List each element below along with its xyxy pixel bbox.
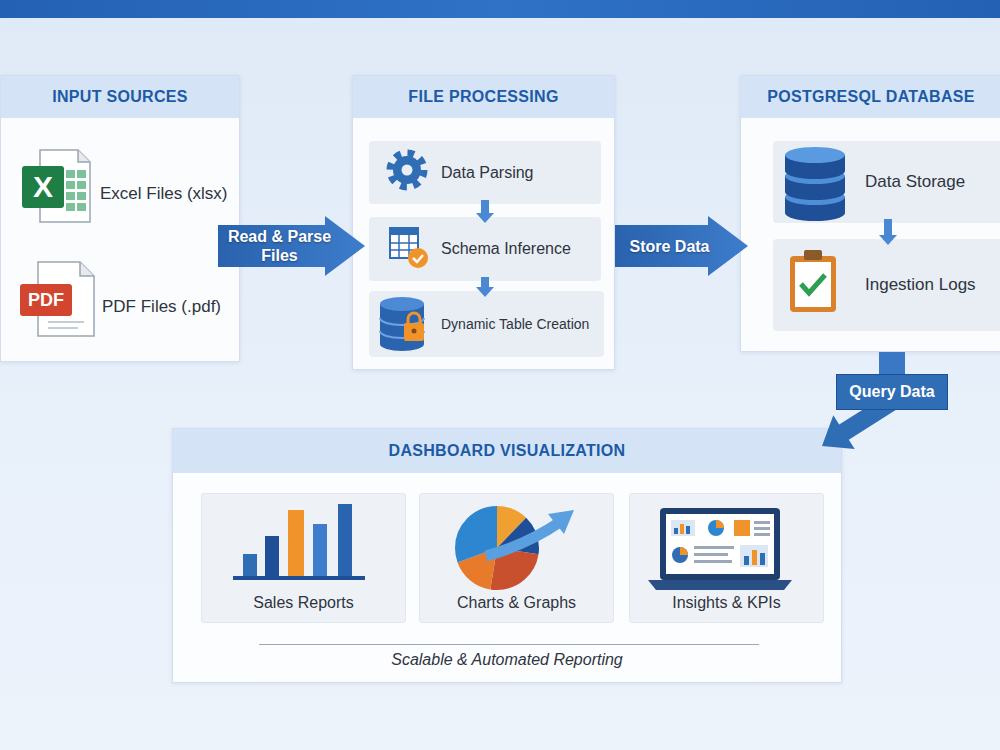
connector-arrow bbox=[476, 277, 494, 297]
card-label: Insights & KPIs bbox=[630, 594, 823, 612]
connector-arrow bbox=[218, 216, 365, 276]
pie-chart-icon bbox=[476, 527, 518, 569]
edge-label: Store Data bbox=[615, 224, 725, 268]
process-box: Data Storage bbox=[773, 141, 1000, 223]
connector-shaft bbox=[879, 352, 905, 392]
panel-heading: DASHBOARD VISUALIZATION bbox=[173, 429, 841, 473]
connector-arrow bbox=[615, 216, 748, 276]
block-arrow bbox=[218, 216, 365, 276]
process-label: Ingestion Logs bbox=[865, 275, 976, 295]
connector-arrow bbox=[822, 352, 905, 449]
panel-heading: FILE PROCESSING bbox=[353, 76, 614, 118]
connector-head bbox=[822, 390, 903, 449]
process-text-group: Ingestion Logs bbox=[865, 275, 976, 295]
gear-icon bbox=[390, 153, 424, 187]
trend-arrow-icon bbox=[486, 510, 574, 556]
caption-text: Scalable & Automated Reporting bbox=[173, 651, 841, 669]
excel-icon bbox=[22, 150, 90, 222]
process-box: Data Parsing bbox=[369, 141, 601, 204]
panel-box: DASHBOARD VISUALIZATION Scalable & Automa… bbox=[172, 428, 842, 683]
panel-box: FILE PROCESSING Data ParsingSchema Infere… bbox=[352, 75, 615, 370]
process-label: Data Parsing bbox=[441, 164, 534, 182]
process-text-group: Schema Inference bbox=[441, 240, 571, 258]
process-label: Dynamic Table Creation bbox=[441, 316, 589, 332]
top-bar bbox=[0, 0, 1000, 18]
small-arrow bbox=[476, 277, 494, 297]
process-box: Ingestion Logs bbox=[773, 239, 1000, 331]
process-label: Data Storage bbox=[865, 172, 965, 192]
small-arrow bbox=[879, 219, 897, 245]
panel-heading: POSTGRESQL DATABASE bbox=[741, 76, 1000, 118]
clipboard-icon bbox=[790, 250, 836, 312]
divider-line bbox=[259, 644, 759, 645]
card-label: Sales Reports bbox=[202, 594, 405, 612]
connector-arrow bbox=[879, 219, 897, 245]
card-label: Charts & Graphs bbox=[420, 594, 613, 612]
panel-heading: INPUT SOURCES bbox=[1, 76, 239, 118]
edge-label: Query Data bbox=[836, 374, 947, 410]
process-box: Dynamic Table Creation bbox=[369, 291, 604, 357]
process-label: Schema Inference bbox=[441, 240, 571, 258]
database-lock-icon bbox=[380, 297, 424, 351]
database-icon bbox=[785, 147, 845, 221]
connector-arrow bbox=[476, 200, 494, 223]
dashboard-card: Sales Reports bbox=[201, 493, 406, 623]
bar-chart-icon bbox=[233, 504, 365, 580]
dashboard-card: Charts & Graphs bbox=[419, 493, 614, 623]
panel-box: POSTGRESQL DATABASE Data StorageIngestion… bbox=[740, 75, 1000, 352]
process-box: Schema Inference bbox=[369, 217, 601, 281]
process-text-group: Data Storage bbox=[865, 172, 965, 192]
laptop-icon bbox=[648, 508, 792, 590]
panel-box: INPUT SOURCES bbox=[0, 75, 240, 362]
process-text-group: Dynamic Table Creation bbox=[441, 316, 589, 332]
pdf-icon bbox=[20, 262, 94, 336]
block-arrow bbox=[615, 216, 748, 276]
dashboard-card: Insights & KPIs bbox=[629, 493, 824, 623]
small-arrow bbox=[476, 200, 494, 223]
process-text-group: Data Parsing bbox=[441, 164, 534, 182]
table-icon bbox=[390, 228, 428, 268]
